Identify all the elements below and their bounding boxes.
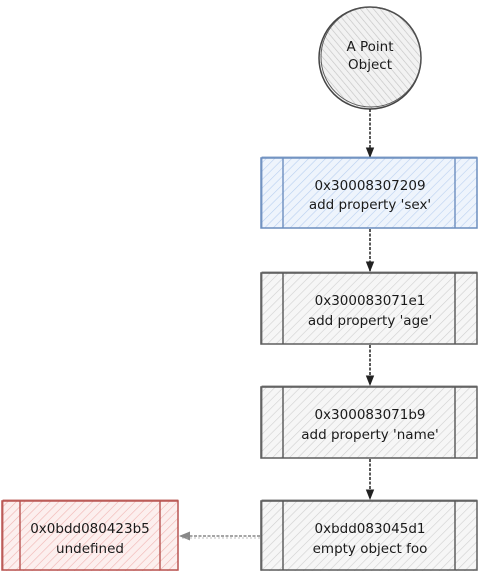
node-add-property-sex: 0x30008307209 add property 'sex' [260,156,478,229]
root-object-node: A Point Object [318,6,422,110]
node-empty-object-foo: 0xbdd083045d1 empty object foo [260,499,478,571]
node-action: add property 'sex' [309,197,431,213]
root-label-line2: Object [348,57,392,73]
edges [178,109,375,541]
node-address: 0xbdd083045d1 [315,521,426,537]
side-node-action: undefined [56,541,124,557]
node-action: add property 'age' [308,313,432,329]
node-address: 0x30008307209 [314,178,425,194]
node-add-property-age: 0x300083071e1 add property 'age' [260,271,478,345]
node-undefined: 0x0bdd080423b5 undefined [1,499,179,571]
root-label-line1: A Point [346,39,393,55]
side-node-address: 0x0bdd080423b5 [30,521,150,537]
node-action: empty object foo [313,541,428,557]
node-action: add property 'name' [301,427,439,443]
node-address: 0x300083071e1 [315,293,426,309]
node-add-property-name: 0x300083071b9 add property 'name' [260,385,478,459]
node-address: 0x300083071b9 [314,407,425,423]
